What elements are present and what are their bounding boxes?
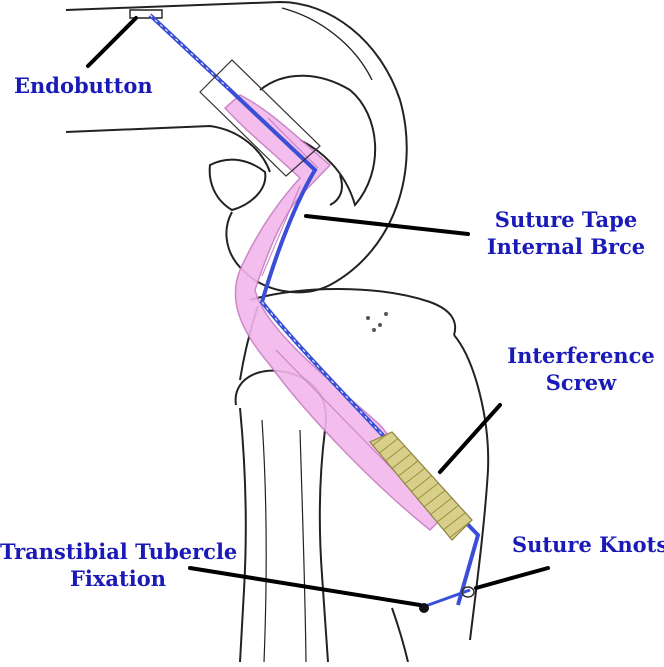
leader-transtibial (188, 566, 422, 607)
femoral-tunnel (199, 59, 321, 177)
label-endobutton: Endobutton (14, 72, 153, 99)
endobutton-plate (129, 9, 163, 19)
label-suture-tape-line2: Internal Brce (486, 234, 646, 259)
label-endobutton-text: Endobutton (14, 73, 153, 98)
label-suture-tape-line1: Suture Tape (494, 207, 638, 232)
label-transtibial-line1: Transtibial Tubercle (0, 539, 238, 564)
leader-suture-tape (304, 214, 470, 236)
label-suture-tape: Suture Tape Internal Brce (478, 206, 654, 260)
tibia-bone (239, 288, 490, 663)
label-suture-knots: Suture Knots (512, 531, 664, 558)
label-transtibial-line2: Fixation (70, 566, 166, 591)
leader-suture-knots (474, 566, 550, 590)
label-transtibial-fixation: Transtibial Tubercle Fixation (0, 538, 238, 592)
label-suture-knots-text: Suture Knots (512, 532, 664, 557)
leader-lines (86, 16, 550, 607)
label-interference-line2: Screw (545, 370, 617, 395)
label-interference-line1: Interference (507, 343, 655, 368)
leader-endobutton (86, 16, 138, 68)
leader-interference-screw (438, 403, 502, 474)
interference-screw (369, 431, 473, 541)
femur-bone (65, 0, 408, 294)
label-interference-screw: Interference Screw (492, 342, 664, 396)
